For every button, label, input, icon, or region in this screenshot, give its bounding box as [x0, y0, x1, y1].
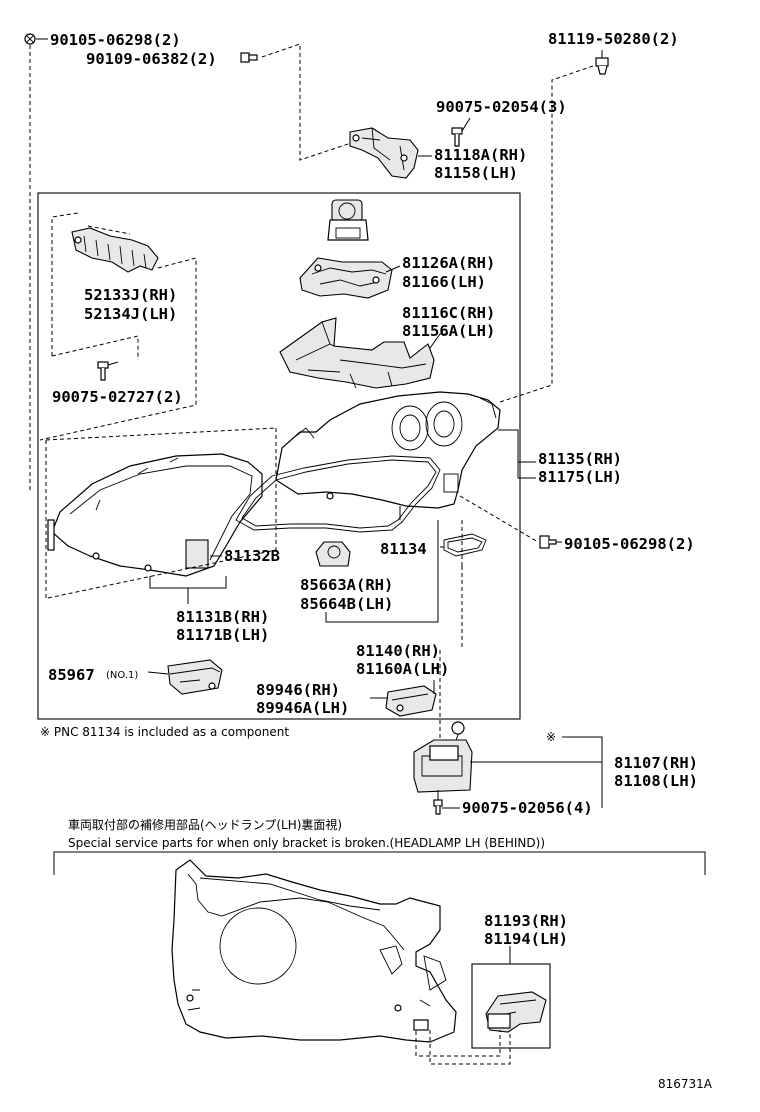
- label-81193: 81193(RH): [484, 912, 568, 930]
- leader-85967: [147, 671, 169, 675]
- dash-52133j-right: [39, 257, 197, 441]
- jp-caption: 車両取付部の補修用部品(ヘッドランプ(LH)裏面視): [68, 817, 342, 832]
- screw-90105-right-icon: [539, 535, 557, 549]
- leader-81116c: [429, 333, 448, 349]
- leader-85664b: [325, 540, 439, 623]
- label-90105-right: 90105-06298(2): [564, 535, 695, 553]
- dash-lens: [45, 427, 277, 599]
- detail-frame: [53, 851, 706, 875]
- dash-81193-connector: [415, 1024, 511, 1065]
- projector-unit-icon: [327, 199, 369, 241]
- leader-81126a: [385, 265, 401, 273]
- label-90075-02056: 90075-02056(4): [462, 799, 593, 817]
- label-81107: 81107(RH): [614, 754, 698, 772]
- headlamp-lens-icon: [47, 453, 263, 577]
- label-81118a: 81118A(RH): [434, 146, 527, 164]
- en-caption: Special service parts for when only brac…: [68, 836, 545, 850]
- label-90075-02727: 90075-02727(2): [52, 388, 183, 406]
- gasket-81132b-icon: [235, 455, 441, 533]
- headlamp-rear-view-icon: [171, 859, 457, 1043]
- assembly-frame: [37, 192, 521, 720]
- bracket-52133j-icon: [71, 227, 159, 273]
- label-89946a: 89946A(LH): [256, 699, 349, 717]
- leader-81140-up: [399, 506, 439, 540]
- leader-90075-02727: [107, 361, 119, 366]
- label-81134: 81134: [380, 540, 427, 558]
- leader-90105-right: [459, 495, 539, 543]
- label-81166: 81166(LH): [402, 273, 486, 291]
- extension-81116c-icon: [279, 317, 435, 389]
- screw-90075-02056-icon: [433, 799, 443, 815]
- label-81175: 81175(LH): [538, 468, 622, 486]
- headlamp-housing-icon: [275, 391, 501, 509]
- bracket-81118a-icon: [349, 127, 419, 179]
- label-85663a: 85663A(RH): [300, 576, 393, 594]
- pnc-note: ※ PNC 81134 is included as a component: [40, 725, 289, 739]
- label-81158: 81158(LH): [434, 164, 518, 182]
- label-90105-top: 90105-06298(2): [50, 31, 181, 49]
- ecu-89946-icon: [385, 685, 437, 717]
- screw-90075-02054-icon: [451, 127, 463, 147]
- reflector-bracket-81126a-icon: [299, 257, 393, 299]
- dash-90109-right: [261, 43, 361, 161]
- label-81126a: 81126A(RH): [402, 254, 495, 272]
- leader-81107: [470, 736, 603, 808]
- diagram-id: 816731A: [658, 1077, 713, 1091]
- label-81171b: 81171B(LH): [176, 626, 269, 644]
- label-85967-sub: (NO.1): [106, 670, 138, 681]
- asterisk-mark: ※: [546, 730, 556, 744]
- label-90109: 90109-06382(2): [86, 50, 217, 68]
- dash-52133j: [51, 212, 139, 360]
- clip-90109-icon: [240, 52, 258, 63]
- label-81119: 81119-50280(2): [548, 30, 679, 48]
- leader-81131b: [149, 576, 227, 589]
- screw-90105-top-icon: [24, 33, 36, 45]
- dash-81119-down: [499, 65, 594, 403]
- detail-clip: [413, 1019, 429, 1031]
- label-81131b: 81131B(RH): [176, 608, 269, 626]
- label-81194: 81194(LH): [484, 930, 568, 948]
- label-85967: 85967: [48, 666, 95, 684]
- label-89946: 89946(RH): [256, 681, 340, 699]
- leader-81135: [498, 429, 536, 479]
- label-81132b: 81132B: [224, 547, 280, 565]
- bracket-81193-icon: [471, 963, 551, 1049]
- label-81108: 81108(LH): [614, 772, 698, 790]
- label-81160a: 81160A(LH): [356, 660, 449, 678]
- label-81116c: 81116C(RH): [402, 304, 495, 322]
- screw-90075-02727-icon: [97, 361, 109, 381]
- label-52133j: 52133J(RH): [84, 286, 177, 304]
- label-81135: 81135(RH): [538, 450, 622, 468]
- label-85664b: 85664B(LH): [300, 595, 393, 613]
- ballast-81107-icon: [413, 721, 473, 793]
- seal-81134-icon: [443, 533, 487, 557]
- ecu-85967-icon: [167, 659, 223, 695]
- leader-90075-02056: [437, 790, 460, 809]
- label-81156a: 81156A(LH): [402, 322, 495, 340]
- label-90075-02054: 90075-02054(3): [436, 98, 567, 116]
- label-52134j: 52134J(LH): [84, 305, 177, 323]
- label-81140: 81140(RH): [356, 642, 440, 660]
- socket-85663a-icon: [315, 541, 351, 567]
- bolt-81119-icon: [595, 57, 609, 75]
- leader-90075-02054: [461, 117, 471, 132]
